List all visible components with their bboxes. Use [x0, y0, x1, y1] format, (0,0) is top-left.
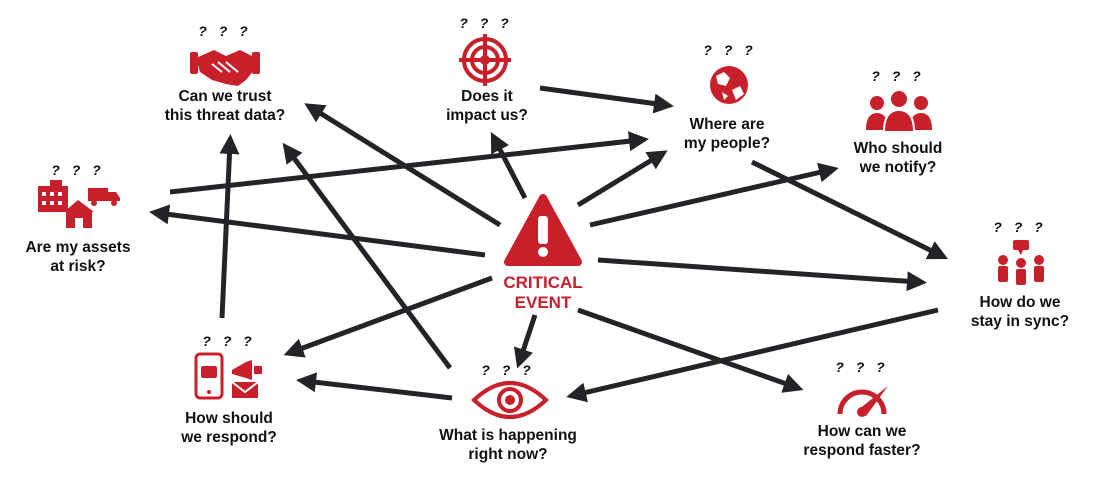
arrow-center-to-people — [576, 150, 668, 208]
happening-label-line1: What is happening — [439, 427, 577, 444]
arrow-impact-to-people — [539, 85, 674, 114]
node-happening: ? ? ? What is happening right now? — [439, 362, 577, 463]
team-chat-icon — [998, 240, 1044, 285]
question-marks: ? ? ? — [202, 333, 255, 349]
question-marks: ? ? ? — [198, 23, 251, 39]
arrow-respond-to-trust — [219, 134, 240, 319]
respond-label-line1: How should — [185, 410, 273, 427]
people-label-line2: my people? — [684, 135, 770, 152]
node-people: ? ? ? Where are my people? — [684, 42, 770, 152]
people-label-line1: Where are — [690, 116, 765, 133]
faster-label-line2: respond faster? — [803, 442, 920, 459]
node-notify: ? ? ? Who should we notify? — [854, 68, 943, 176]
question-marks: ? ? ? — [703, 42, 756, 58]
sync-label-line1: How do we — [980, 294, 1061, 311]
arrow-center-to-sync — [597, 257, 927, 292]
impact-label-line2: impact us? — [446, 107, 528, 124]
respond-label-line2: we respond? — [180, 429, 277, 446]
node-trust: ? ? ? Can we trust this threat data? — [165, 23, 286, 124]
question-marks: ? ? ? — [459, 15, 512, 31]
sync-label-line2: stay in sync? — [971, 313, 1069, 330]
faster-label-line1: How can we — [818, 423, 907, 440]
arrow-center-to-faster — [577, 307, 804, 393]
speedometer-icon — [837, 386, 888, 417]
question-marks: ? ? ? — [481, 362, 534, 378]
buildings-trucks-icon — [38, 180, 120, 228]
arrow-assets-to-people — [169, 131, 649, 195]
arrow-center-to-assets — [149, 204, 486, 258]
group-icon — [866, 89, 932, 133]
impact-label-line1: Does it — [461, 88, 513, 105]
question-marks: ? ? ? — [51, 162, 104, 178]
node-faster: ? ? ? How can we respond faster? — [803, 359, 920, 459]
question-marks: ? ? ? — [835, 359, 888, 375]
node-sync: ? ? ? How do we stay in sync? — [971, 219, 1069, 330]
arrow-happening-to-respond — [296, 372, 453, 401]
assets-label-line2: at risk? — [50, 258, 105, 275]
arrow-happening-to-trust — [282, 142, 453, 370]
notify-label-line2: we notify? — [859, 159, 937, 176]
node-respond: ? ? ? How should we respond? — [180, 333, 277, 446]
center-label-line2: EVENT — [515, 293, 572, 312]
question-marks: ? ? ? — [871, 68, 924, 84]
arrows — [149, 85, 949, 403]
arrow-center-to-happening — [513, 314, 538, 369]
target-icon — [459, 34, 511, 86]
arrow-center-to-impact — [490, 132, 528, 200]
phone-megaphone-icon — [194, 352, 262, 400]
globe-icon — [710, 66, 748, 104]
arrow-sync-to-happening — [566, 307, 939, 403]
notify-label-line1: Who should — [854, 140, 943, 157]
critical-event-node: CRITICAL EVENT — [503, 194, 583, 312]
trust-label-line1: Can we trust — [178, 88, 271, 105]
arrow-center-to-respond — [283, 275, 493, 358]
handshake-icon — [190, 50, 260, 86]
center-label-line1: CRITICAL — [503, 273, 582, 292]
node-impact: ? ? ? Does it impact us? — [446, 15, 528, 124]
question-marks: ? ? ? — [993, 219, 1046, 235]
eye-icon — [471, 381, 549, 419]
assets-label-line1: Are my assets — [25, 239, 130, 256]
trust-label-line2: this threat data? — [165, 107, 286, 124]
happening-label-line2: right now? — [468, 446, 547, 463]
warning-triangle-icon — [504, 194, 582, 266]
arrow-people-to-sync — [750, 159, 949, 260]
node-assets: ? ? ? Are my assets at risk? — [25, 162, 130, 275]
